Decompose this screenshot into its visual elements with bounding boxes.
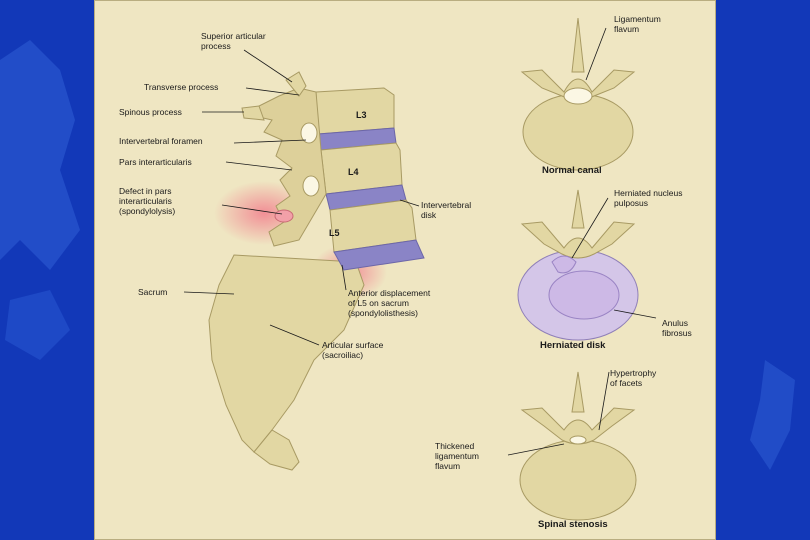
stenosis-canal-space [569,435,587,445]
stenosis-vertebral-body [519,439,637,521]
disk-l5-s1 [333,239,425,271]
leader-lines [183,27,657,456]
anatomy-illustration [183,17,657,521]
herniated-spinous-process [571,189,585,229]
label-sacrum: Sacrum [138,287,168,297]
caption-herniated-disk: Herniated disk [540,340,606,351]
label-intervertebral-disk: Intervertebral disk [421,200,472,220]
label-spinous-process: Spinous process [119,107,182,117]
label-hypertrophy-of-facets: Hypertrophy of facets [610,368,657,388]
herniation-bulge [551,255,577,274]
label-pars-defect: Defect in pars interarticularis (spondyl… [119,186,176,216]
pars-defect [274,209,294,223]
label-thickened-ligamentum-flavum: Thickened ligamentum flavum [435,441,479,471]
map-shape-right [750,360,795,470]
label-pars-interarticularis: Pars interarticularis [119,157,192,167]
herniated-vertebra [517,189,639,341]
vertebra-l5 [329,199,417,253]
label-anterior-displacement: Anterior displacement of L5 on sacrum (s… [348,288,431,318]
vertebra-label-l4: L4 [348,167,359,177]
normal-posterior-arch [520,69,636,101]
normal-canal-space [563,87,593,105]
vertebra-label-l5: L5 [329,228,340,238]
map-shape-left-2 [5,290,70,360]
stenosis-spinous-process [571,371,585,413]
superior-articular-process [285,71,307,97]
stenosis-posterior-arch [520,407,636,445]
normal-vertebral-body [522,93,634,171]
label-transverse-process: Transverse process [144,82,219,92]
label-superior-articular-process: Superior articular process [201,31,266,51]
spinous-process [241,105,265,121]
foramen-l4-l5 [302,175,320,197]
vertebra-l3 [315,87,395,135]
caption-normal-canal: Normal canal [542,165,602,176]
vertebra-label-l3: L3 [356,110,367,120]
coccyx-bone [253,429,300,471]
label-ligamentum-flavum: Ligamentum flavum [614,14,661,34]
caption-spinal-stenosis: Spinal stenosis [538,519,608,530]
label-intervertebral-foramen: Intervertebral foramen [119,136,203,146]
normal-vertebra [520,17,636,171]
nucleus-pulposus [548,270,620,320]
stenosis-vertebra [519,371,637,521]
label-articular-surface: Articular surface (sacroiliac) [322,340,384,360]
map-shape-left [0,40,80,270]
label-herniated-nucleus-pulposus: Herniated nucleus pulposus [614,188,683,208]
anatomy-panel: L3 L4 L5 Superior articular process Tran… [94,0,716,540]
normal-spinous-process [571,17,585,73]
herniated-posterior-arch [520,221,636,259]
foramen-l3-l4 [300,122,318,144]
label-anulus-fibrosus: Anulus fibrosus [662,318,692,338]
